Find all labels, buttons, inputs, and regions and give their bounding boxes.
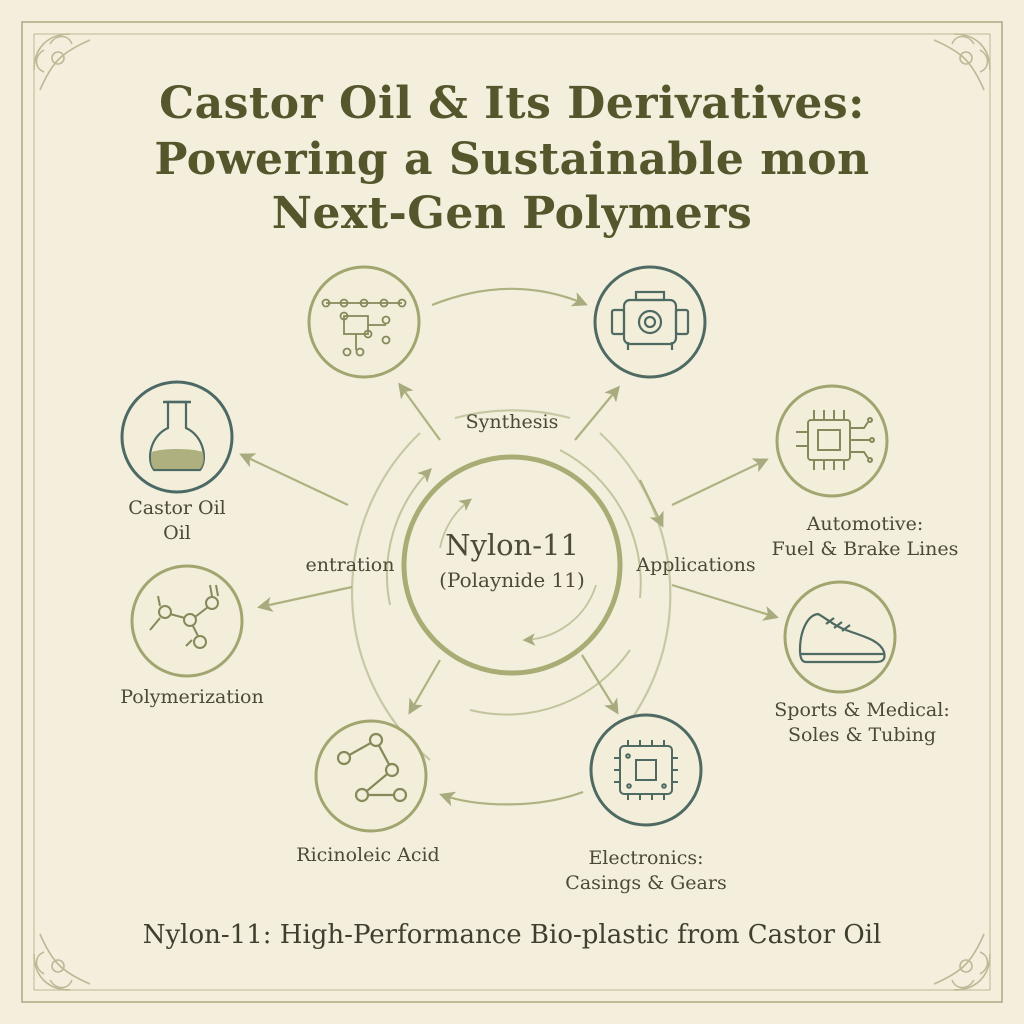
node-engine-ring [593,265,707,379]
sneaker-icon [798,612,886,664]
title-line-2: Powering a Sustainable mon [154,134,870,185]
center-node-ring [401,454,623,676]
center-node-title: Nylon-11 [445,528,579,562]
arrow-ring-down-right [639,479,664,528]
arrow-electronics-to-ricinoleic [439,790,584,807]
polymerization-label: Polymerization [120,686,264,708]
flask-icon [149,400,205,472]
corner-ornament-top-left [33,33,91,91]
automotive-label-line-1: Automotive: [806,513,924,535]
sports-medical-label: Sports & Medical: Soles & Tubing [752,698,972,748]
arrow-synthesis-to-network [398,382,441,441]
title-line-3: Next-Gen Polymers [271,188,753,239]
node-electronics-ring [589,713,703,827]
node-castor-oil-ring [120,380,234,494]
microchip-icon [796,410,875,470]
center-inner-arrows [439,498,597,646]
title-line-1: Castor Oil & Its Derivatives: [159,78,865,129]
corner-ornament-top-right [933,33,991,91]
node-synthesis-network-ring [307,265,421,379]
ring-label-entration: entration [305,554,395,576]
corner-ornament-bottom-left [33,933,91,991]
arrow-network-to-engine [431,287,588,307]
decorative-border [21,21,1003,1003]
chemical-network-icon [321,298,407,357]
molecule-icon [149,584,219,649]
ricinoleic-acid-label: Ricinoleic Acid [296,844,440,866]
arrow-ring-to-electronics [581,654,619,715]
engine-icon [610,290,690,350]
inner-cycle-ring [385,449,642,716]
arrow-synthesis-to-engine [574,385,620,441]
ring-label-applications: Applications [636,554,756,576]
castor-oil-label-line-2: Oil [163,522,191,544]
arrow-ring-to-castor [239,453,349,506]
center-node-subtitle: (Polaynide 11) [439,568,585,592]
node-polymerization-ring [130,564,244,678]
circuit-chip-icon [614,740,678,800]
arrow-ring-to-automotive [671,458,769,506]
ring-label-synthesis: Synthesis [465,411,559,433]
flow-arrows [239,287,779,807]
node-sports-ring [783,580,897,694]
electronics-label-line-1: Electronics: [588,847,704,869]
node-ricinoleic-ring [314,719,428,833]
footer-caption: Nylon-11: High-Performance Bio-plastic f… [142,920,882,950]
arrow-ring-to-polymerization [256,585,353,612]
node-automotive-ring [775,384,889,498]
molecular-chain-icon [336,732,408,803]
automotive-label-line-2: Fuel & Brake Lines [771,538,959,560]
sports-medical-label-line-1: Sports & Medical: [774,699,950,721]
arrow-ring-to-ricinoleic [408,659,441,715]
automotive-label: Automotive: Fuel & Brake Lines [755,512,975,562]
electronics-label-line-2: Casings & Gears [565,872,727,894]
castor-oil-label: Castor Oil Oil [97,496,257,546]
corner-ornament-bottom-right [933,933,991,991]
sports-medical-label-line-2: Soles & Tubing [787,724,937,746]
castor-oil-label-line-1: Castor Oil [128,497,226,519]
arrow-ring-to-sports [671,583,779,621]
electronics-label: Electronics: Casings & Gears [546,846,746,896]
